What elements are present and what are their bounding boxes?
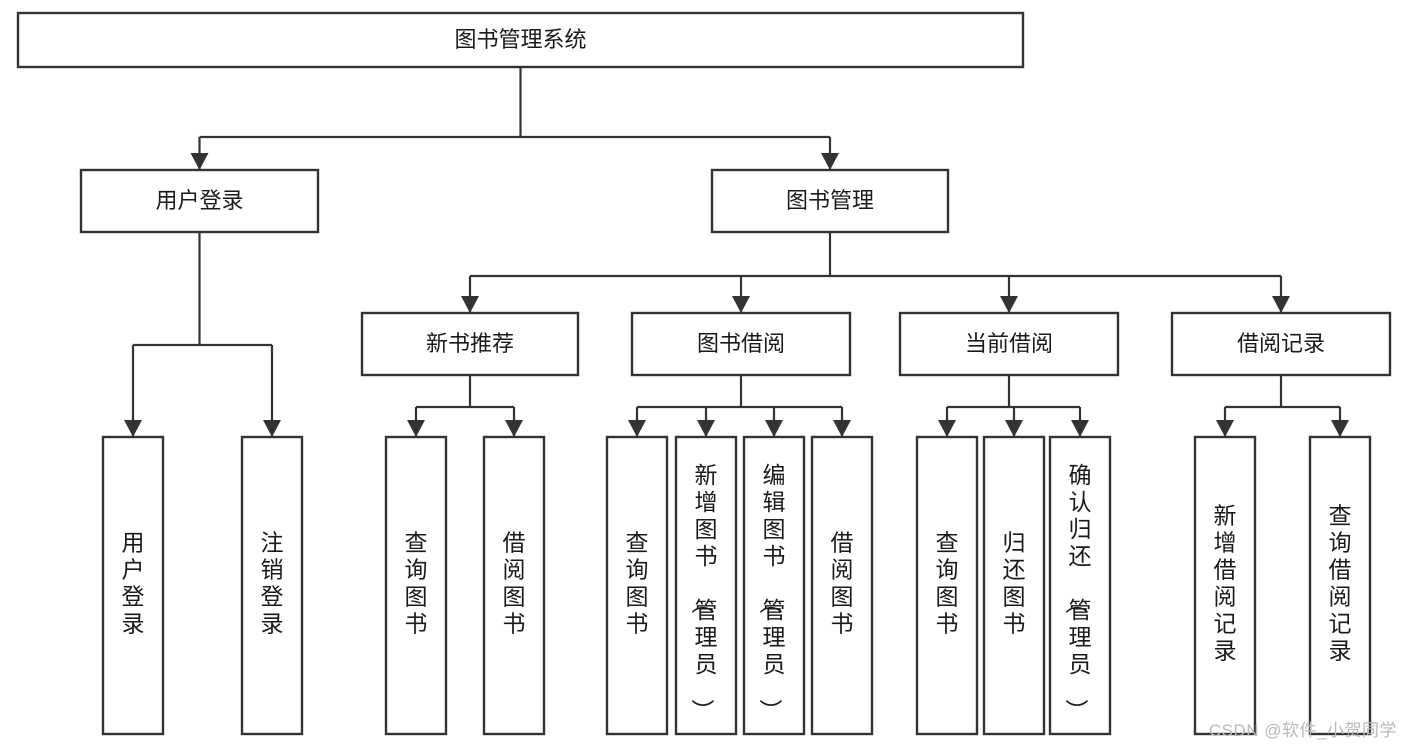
node-label: 查询借阅记录: [1329, 502, 1352, 663]
node-label: 用户登录: [122, 529, 145, 636]
login-to-leaves-arrow-0: [124, 420, 142, 437]
node-leaf-新增图书管理员[interactable]: 新增图书（管理员）: [674, 435, 738, 736]
node-label: 查询图书: [936, 529, 959, 636]
node-leaf-借阅图书[interactable]: 借阅图书: [482, 435, 546, 736]
node-branch-借阅记录[interactable]: 借阅记录: [1170, 311, 1392, 377]
node-box-rect: [1308, 435, 1372, 736]
node-box-rect: [101, 435, 165, 736]
node-box-rect: [240, 435, 304, 736]
books-to-level3-arrow-2: [1000, 296, 1018, 313]
node-label: 注销登录: [261, 529, 284, 636]
node-leaf-编辑图书管理员[interactable]: 编辑图书（管理员）: [742, 435, 806, 736]
node-box-rect: [605, 435, 669, 736]
node-leaf-确认归还管理员[interactable]: 确认归还（管理员）: [1048, 435, 1112, 736]
node-box-rect: [482, 435, 546, 736]
node-label: 图书管理: [786, 188, 874, 213]
node-box-rect: [982, 435, 1046, 736]
l3-新书推荐-to-leaves-arrow-1: [505, 420, 523, 437]
node-branch-图书借阅[interactable]: 图书借阅: [630, 311, 852, 377]
node-label: 用户登录: [155, 188, 243, 213]
l3-借阅记录-to-leaves-arrow-1: [1331, 420, 1349, 437]
books-to-level3-arrow-3: [1272, 296, 1290, 313]
node-box-rect: [674, 435, 738, 736]
node-label: 新书推荐: [426, 331, 514, 356]
l3-图书借阅-to-leaves-arrow-1: [697, 420, 715, 437]
login-to-leaves-arrow-1: [263, 420, 281, 437]
node-label: 当前借阅: [965, 331, 1053, 356]
node-label: 查询图书: [626, 529, 649, 636]
l3-图书借阅-to-leaves-arrow-0: [628, 420, 646, 437]
node-leaf-查询图书[interactable]: 查询图书: [915, 435, 979, 736]
node-box-rect: [898, 311, 1120, 377]
node-label: 图书借阅: [697, 331, 785, 356]
node-box-rect: [742, 435, 806, 736]
node-box-rect: [360, 311, 580, 377]
node-label: 借阅图书: [503, 529, 526, 636]
node-branch-新书推荐[interactable]: 新书推荐: [360, 311, 580, 377]
node-box-rect: [915, 435, 979, 736]
node-leaf-用户登录[interactable]: 用户登录: [101, 435, 165, 736]
node-root-图书管理系统[interactable]: 图书管理系统: [16, 11, 1025, 69]
node-label: 新增借阅记录: [1214, 502, 1237, 663]
node-label: 图书管理系统: [454, 27, 586, 52]
l3-当前借阅-to-leaves-arrow-2: [1071, 420, 1089, 437]
node-box-rect: [810, 435, 874, 736]
l3-新书推荐-to-leaves-arrow-0: [407, 420, 425, 437]
node-label: 新增图书（管理员）: [690, 462, 718, 722]
watermark-text: CSDN @软件_小贺同学: [1208, 721, 1397, 740]
node-branch-用户登录[interactable]: 用户登录: [79, 168, 320, 234]
node-leaf-查询借阅记录[interactable]: 查询借阅记录: [1308, 435, 1372, 736]
root-to-level2-arrow-0: [190, 153, 209, 170]
l3-当前借阅-to-leaves-arrow-0: [938, 420, 956, 437]
node-box-rect: [1048, 435, 1112, 736]
node-leaf-新增借阅记录[interactable]: 新增借阅记录: [1193, 435, 1257, 736]
node-label: 归还图书: [1003, 529, 1026, 636]
node-box-rect: [79, 168, 320, 234]
node-leaf-查询图书[interactable]: 查询图书: [384, 435, 448, 736]
l3-图书借阅-to-leaves-arrow-2: [765, 420, 783, 437]
root-to-level2-arrow-1: [821, 153, 839, 170]
books-to-level3-arrow-1: [732, 296, 750, 313]
connector-layer: [124, 67, 1349, 437]
node-box-rect: [710, 168, 950, 234]
node-branch-图书管理[interactable]: 图书管理: [710, 168, 950, 234]
node-layer: 图书管理系统用户登录图书管理新书推荐图书借阅当前借阅借阅记录用户登录注销登录查询…: [16, 11, 1392, 736]
node-leaf-归还图书[interactable]: 归还图书: [982, 435, 1046, 736]
node-branch-当前借阅[interactable]: 当前借阅: [898, 311, 1120, 377]
node-box-rect: [1193, 435, 1257, 736]
l3-借阅记录-to-leaves-arrow-0: [1216, 420, 1234, 437]
node-box-rect: [630, 311, 852, 377]
node-leaf-查询图书[interactable]: 查询图书: [605, 435, 669, 736]
node-leaf-注销登录[interactable]: 注销登录: [240, 435, 304, 736]
node-label: 借阅图书: [831, 529, 854, 636]
node-box-rect: [16, 11, 1025, 69]
node-leaf-借阅图书[interactable]: 借阅图书: [810, 435, 874, 736]
books-to-level3-arrow-0: [461, 296, 479, 313]
node-label: 查询图书: [405, 529, 428, 636]
node-label: 编辑图书（管理员）: [758, 462, 786, 722]
node-label: 确认归还（管理员）: [1064, 462, 1092, 722]
l3-当前借阅-to-leaves-arrow-1: [1005, 420, 1023, 437]
node-box-rect: [1170, 311, 1392, 377]
node-label: 借阅记录: [1237, 331, 1325, 356]
l3-图书借阅-to-leaves-arrow-3: [833, 420, 851, 437]
node-box-rect: [384, 435, 448, 736]
